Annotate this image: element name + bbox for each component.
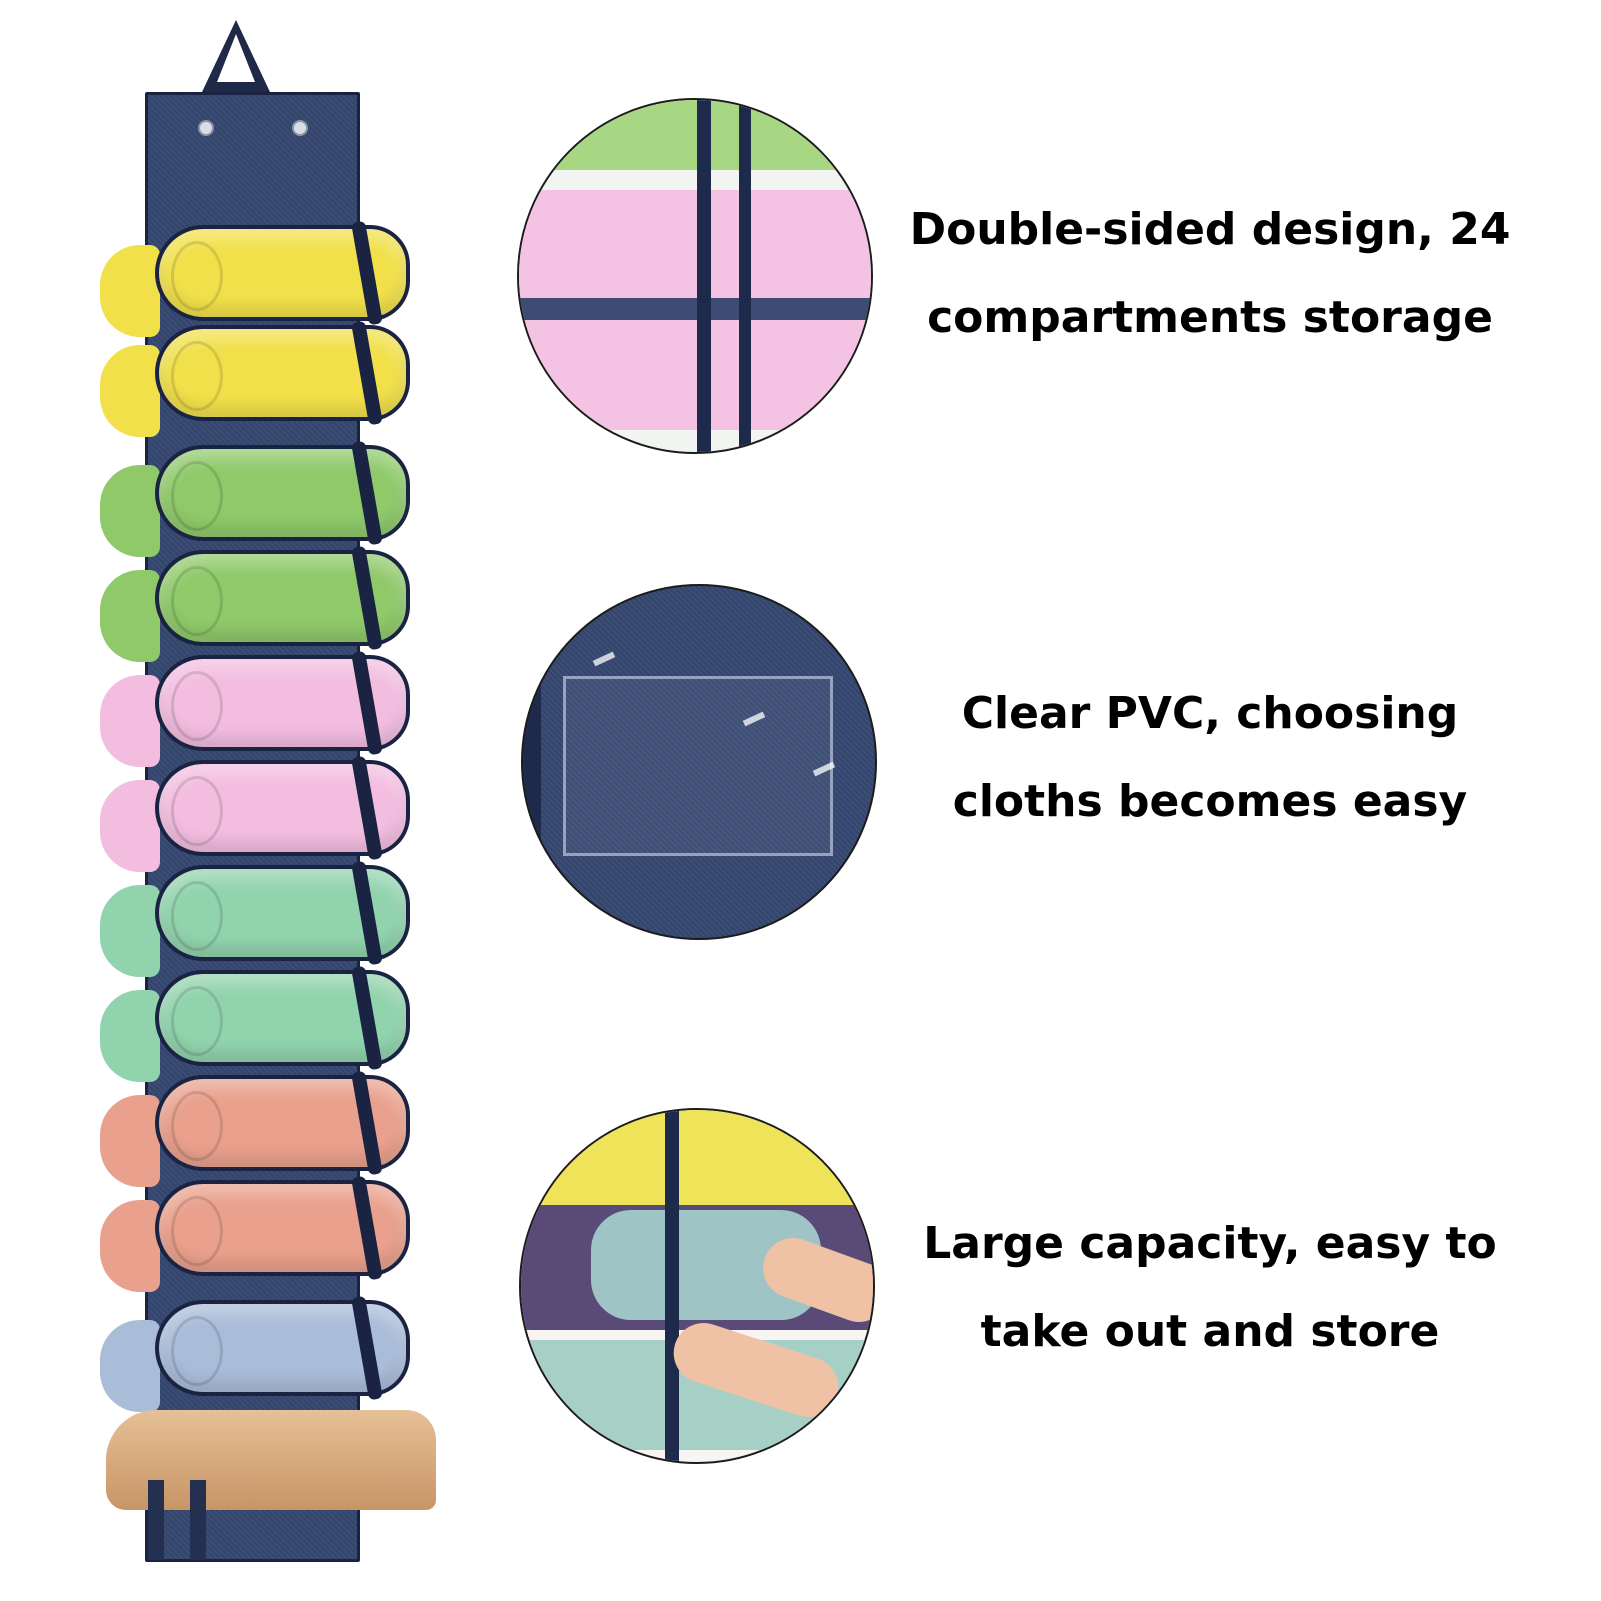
caption-line: compartments storage [927,292,1493,343]
pvc-pocket [563,676,833,856]
edge-trim [523,586,541,938]
back-roll [100,570,160,662]
caption-line: cloths becomes easy [952,776,1468,827]
clear-pvc-pocket-closeup [521,584,877,940]
back-roll [100,1200,160,1292]
back-roll [100,675,160,767]
hanging-organizer-illustration [100,20,470,1580]
green-roll-band [519,100,871,170]
hanger-loop-gap [217,34,255,82]
yellow-roll-band [521,1110,873,1205]
shoe-heel [190,1480,206,1560]
caption-line: Large capacity, easy to [923,1218,1497,1269]
caption-line: take out and store [980,1306,1440,1357]
strap [665,1110,679,1462]
pink-roll-band [519,320,871,430]
denim-gap-band [519,298,871,320]
caption-line: Double-sided design, 24 [909,204,1511,255]
caption-line: Clear PVC, choosing [961,688,1459,739]
back-roll [100,345,160,437]
strap [697,100,711,452]
shoe-heel [148,1480,164,1560]
grommet-icon [198,120,214,136]
back-roll [100,1320,160,1412]
hand-taking-roll-closeup [519,1108,875,1464]
feature-caption-large-capacity: Large capacity, easy to take out and sto… [880,1200,1540,1376]
back-roll [100,885,160,977]
back-roll [100,245,160,337]
pink-rolls-closeup [517,98,873,454]
strap [739,100,751,452]
back-roll [100,990,160,1082]
feature-caption-double-sided: Double-sided design, 24 compartments sto… [880,186,1540,362]
back-roll [100,465,160,557]
back-roll [100,780,160,872]
grommet-icon [292,120,308,136]
feature-caption-clear-pvc: Clear PVC, choosing cloths becomes easy [880,670,1540,846]
pink-roll-band [519,190,871,300]
glare [592,651,616,667]
back-roll [100,1095,160,1187]
